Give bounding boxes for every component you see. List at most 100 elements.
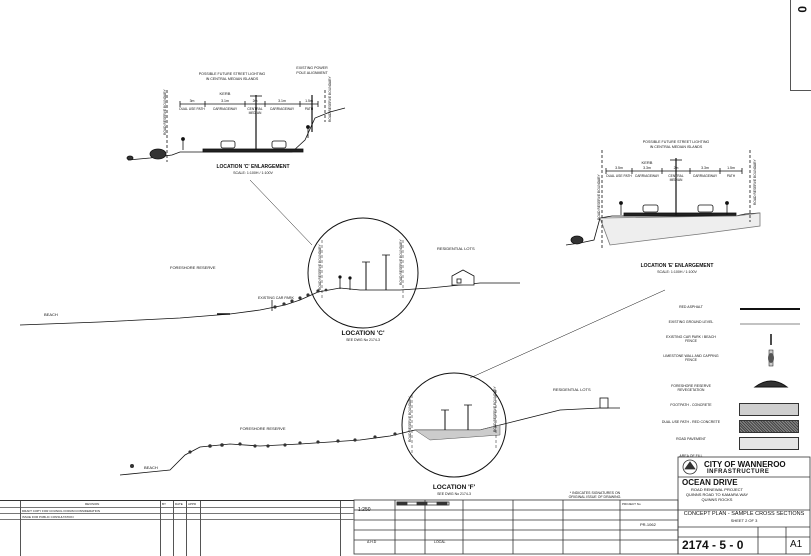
locf-residential-label: RESIDENTIAL LOTS: [553, 387, 591, 392]
legend-row-dual-use-path: DUAL USE PATH - RED CONCRETE: [660, 420, 810, 436]
project-name: OCEAN DRIVE: [682, 478, 738, 487]
locc-dim-1: 3m: [189, 99, 195, 103]
locc-dim-5: 1.5m: [305, 99, 313, 103]
locc-existing-pole: EXISTING POWER POLE ALIGNMENT: [296, 66, 328, 75]
locf-section-ref: SEE DWG No 2174-3: [437, 492, 471, 496]
legend-swatch: [739, 420, 799, 433]
loce-lane-5: PATH: [726, 174, 736, 178]
location-c-enlargement: [126, 90, 346, 246]
project-number-header: PROJECT No: [622, 502, 641, 506]
locc-dim-2: 3.1m: [221, 99, 229, 103]
locc-car-park-label: EXISTING CAR PARK: [258, 296, 294, 300]
legend-label: AREA OF FILL: [679, 454, 703, 458]
locf-boundary-left: ROAD RESERVE BOUNDARY: [408, 396, 412, 442]
scale-bar: [396, 501, 450, 506]
locc-section-ref: SEE DWG No 2174-3: [346, 338, 380, 342]
locc-boundary-right: ROAD RESERVE BOUNDARY: [328, 76, 332, 122]
rev-col-appd: APPD: [188, 502, 197, 506]
scale-value: 1:250: [358, 507, 371, 513]
sheet-title: CONCEPT PLAN - SAMPLE CROSS SECTIONS: [683, 511, 805, 517]
loce-enlargement-title: LOCATION 'E' ENLARGEMENT: [640, 263, 714, 269]
rev-divider: [173, 501, 174, 556]
rev-col-by: BY: [162, 502, 167, 506]
council-name: CITY OF WANNEROO: [704, 460, 786, 469]
locc-section-boundary-left: ROAD RESERVE BOUNDARY: [318, 244, 322, 290]
rev-divider: [186, 501, 187, 556]
title-block-frame: [353, 456, 811, 555]
legend-label: EXISTING GROUND LEVEL: [668, 320, 714, 324]
rev-row-1: DRAFT COPY FOR COUNCIL FORUM CONSIDERATI…: [22, 509, 101, 513]
locf-section-title: LOCATION 'F': [432, 484, 476, 491]
loce-boundary-left: ROAD RESERVE BOUNDARY: [597, 174, 601, 220]
legend-label: ROAD PAVEMENT: [676, 437, 706, 441]
locc-dim-4: 3.1m: [278, 99, 286, 103]
locc-lane-3: CENTRAL MEDIAN: [247, 107, 263, 115]
datum-left: A.H.D: [367, 540, 377, 544]
locc-beach-label: BEACH: [44, 312, 58, 317]
loce-dim-3: 2m: [673, 166, 679, 170]
loce-lane-4: CARRIAGEWAY: [692, 174, 718, 178]
locc-dim-3: 2m: [252, 99, 258, 103]
legend-label: RED ASPHALT: [679, 305, 703, 309]
rev-divider: [0, 513, 354, 514]
sheet-number: SHEET 2 OF 3: [730, 518, 758, 523]
location-f-section: [119, 372, 620, 478]
locc-lane-5: PATH: [304, 107, 314, 111]
drawing-number: 2174 - 5 - 0: [682, 538, 744, 552]
datum-right: LOCAL: [434, 540, 446, 544]
legend-graphics: [740, 308, 800, 388]
locc-enlargement-title: LOCATION 'C' ENLARGEMENT: [216, 164, 290, 170]
locf-boundary-right: ROAD RESERVE BOUNDARY: [493, 386, 497, 432]
legend-row-road-pavement: ROAD PAVEMENT: [660, 437, 810, 453]
loce-lane-2: CARRIAGEWAY: [634, 174, 660, 178]
legend-label: DUAL USE PATH - RED CONCRETE: [661, 420, 721, 424]
loce-dim-4: 3.3m: [701, 166, 709, 170]
rev-col-date: DATE: [175, 502, 183, 506]
loce-boundary-right: ROAD RESERVE BOUNDARY: [753, 159, 757, 205]
legend-row-ground-level: EXISTING GROUND LEVEL: [660, 320, 810, 336]
rev-row-0: ISSUE FOR PUBLIC CONSULTATION: [22, 515, 74, 519]
drawing-size: A1: [790, 539, 803, 550]
location-c-section: [19, 217, 520, 329]
locc-enlargement-scale: SCALE: 1:100H / 1:100V: [233, 171, 273, 175]
locc-lane-2: CARRIAGEWAY: [212, 107, 238, 111]
locc-lane-4: CARRIAGEWAY: [269, 107, 295, 111]
legend-row-fence: EXISTING CAR PARK / BEACH FENCE: [660, 335, 810, 351]
rev-divider: [20, 501, 21, 556]
legend-label: EXISTING CAR PARK / BEACH FENCE: [666, 335, 716, 343]
signature-note: * INDICATES SIGNATURES ON ORIGINAL ISSUE…: [568, 491, 622, 499]
legend-label: LIMESTONE WALL AND CAPPING FENCE: [663, 354, 719, 362]
loce-enlargement-scale: SCALE: 1:100H / 1:100V: [657, 270, 697, 274]
loce-kerb-label: KERB: [641, 160, 653, 165]
revision-table: REVISION BY DATE APPD DRAFT COPY FOR COU…: [0, 500, 354, 556]
project-suburb: QUINNS ROCKS: [701, 497, 733, 502]
loce-lane-3: CENTRAL MEDIAN: [668, 174, 684, 182]
locc-boundary-left: ROAD RESERVE BOUNDARY: [163, 89, 167, 135]
legend-row-limestone-wall: LIMESTONE WALL AND CAPPING FENCE: [660, 354, 810, 370]
project-extent: QUINNS ROAD TO KAMARA WAY: [685, 492, 749, 497]
loce-future-lighting: POSSIBLE FUTURE STREET LIGHTING IN CENTR…: [642, 140, 710, 149]
rev-divider: [0, 507, 354, 508]
legend-row-revegetation: FORESHORE RESERVE REVEGETATION: [660, 384, 810, 400]
council-department: INFRASTRUCTURE: [707, 469, 770, 475]
loce-dim-2: 3.3m: [643, 166, 651, 170]
legend-label: FORESHORE RESERVE REVEGETATION: [671, 384, 711, 392]
legend-row-footpath: FOOTPATH - CONCRETE: [660, 403, 810, 419]
loce-dim-5: 1.5m: [727, 166, 735, 170]
rev-divider: [0, 519, 354, 520]
locc-section-boundary-right: ROAD RESERVE BOUNDARY: [399, 239, 403, 285]
locf-beach-label: BEACH: [144, 465, 158, 470]
project-number: PR-1062: [640, 522, 656, 527]
side-drawing-number: 2174 - 5 - 0: [790, 0, 811, 91]
legend-row-area-of-fill: AREA OF FILL: [660, 454, 750, 470]
rev-header: REVISION: [85, 502, 100, 506]
locc-future-lighting: POSSIBLE FUTURE STREET LIGHTING IN CENTR…: [198, 72, 266, 81]
legend-row-red-asphalt: RED ASPHALT: [660, 305, 810, 321]
legend-swatch: [739, 437, 799, 450]
locc-residential-label: RESIDENTIAL LOTS: [437, 246, 475, 251]
locc-section-title: LOCATION 'C': [341, 330, 385, 337]
location-e-enlargement: [469, 150, 761, 379]
legend-swatch: [739, 403, 799, 416]
loce-dim-1: 3.5m: [615, 166, 623, 170]
